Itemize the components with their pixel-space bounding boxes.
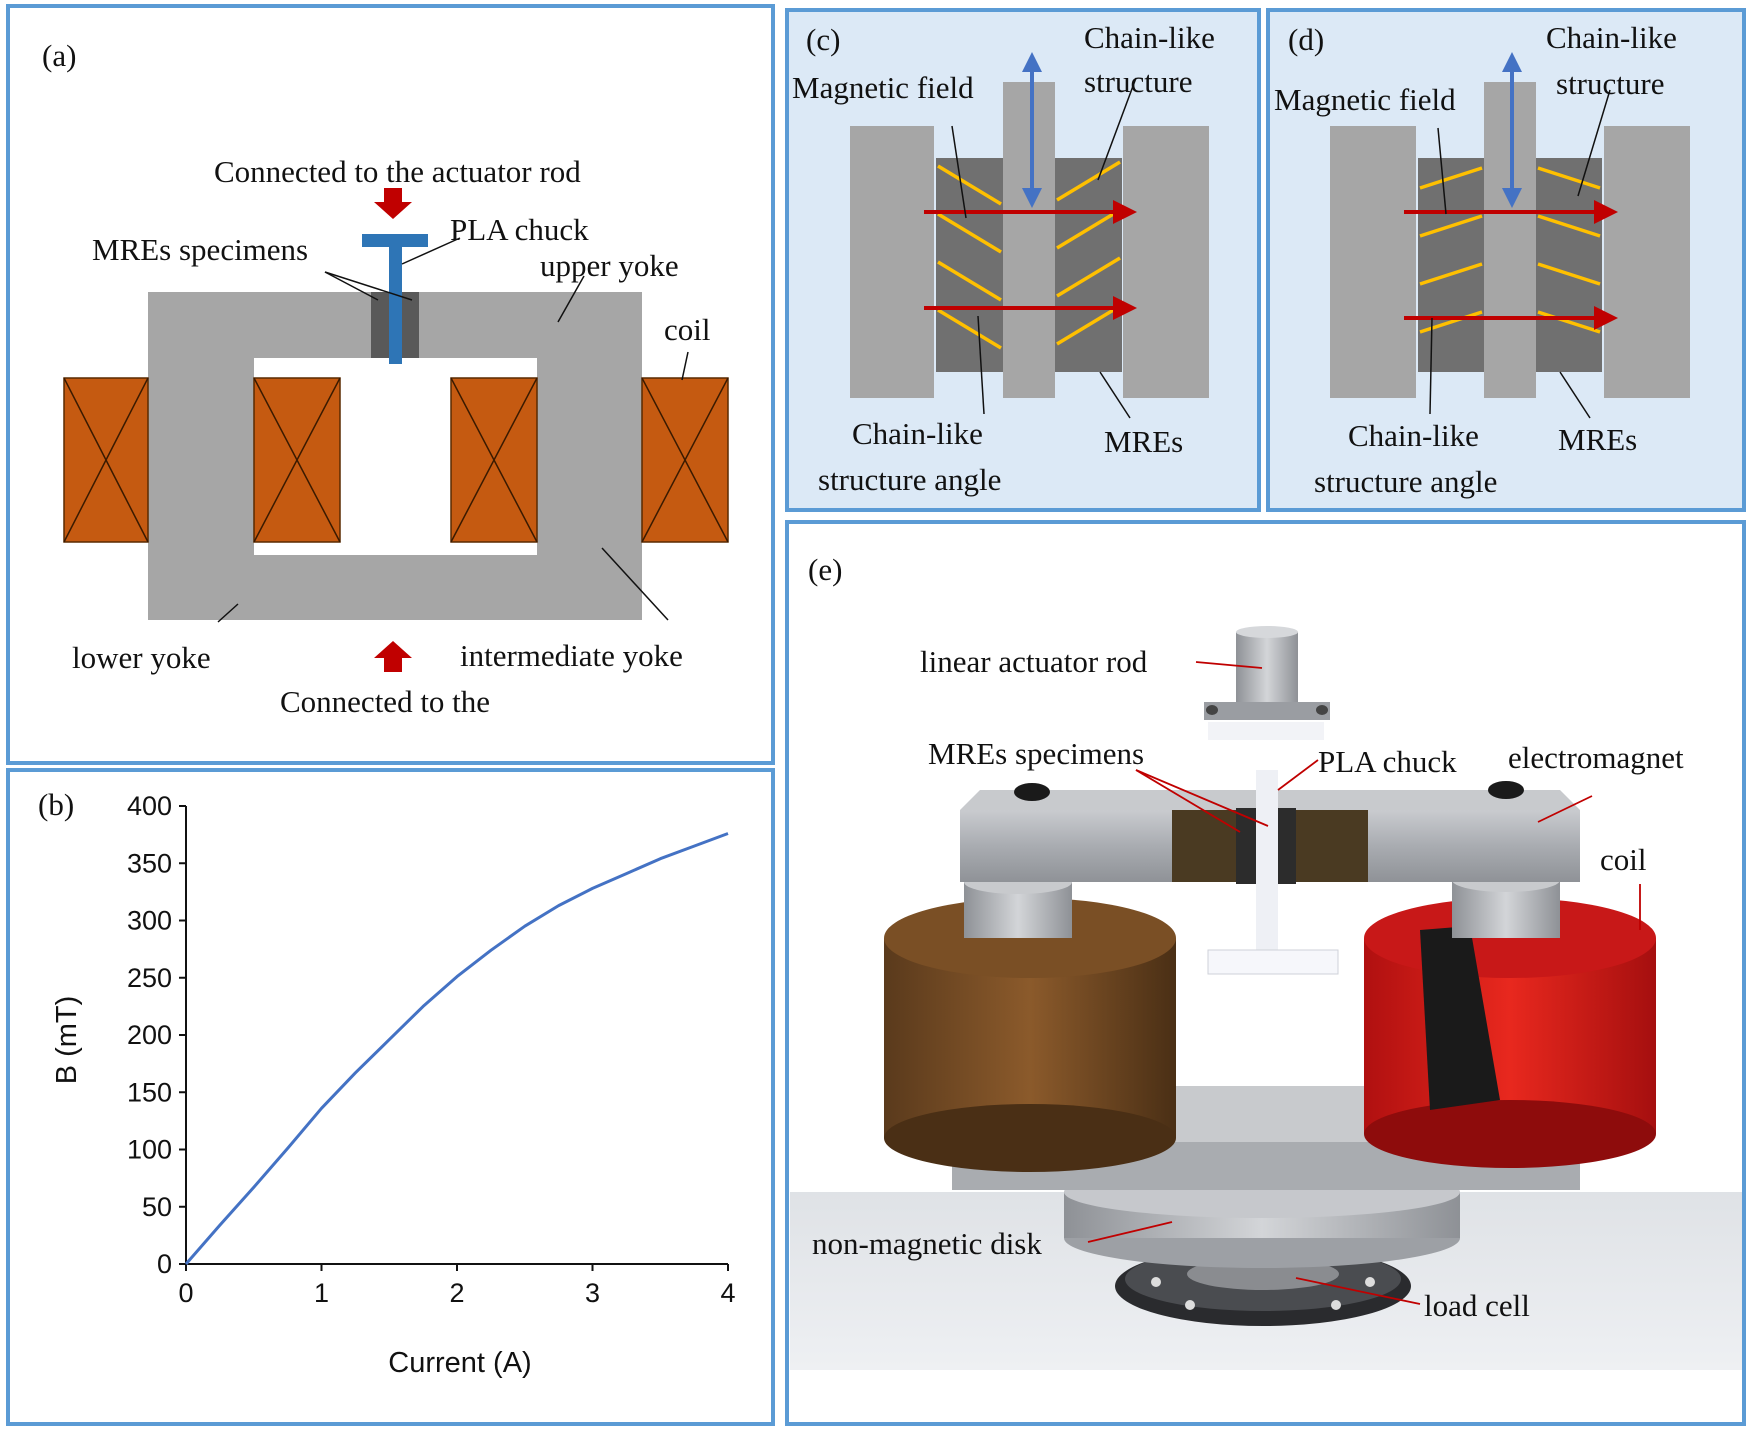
y-tick-label: 350 xyxy=(127,848,172,878)
chuck-center-c xyxy=(1003,82,1055,398)
label-chain-angle-c-2: structure angle xyxy=(818,462,1001,497)
yoke-left-d xyxy=(1330,126,1416,398)
label-coil-e: coil xyxy=(1600,842,1647,877)
label-magnetic-field-c: Magnetic field xyxy=(792,70,974,105)
y-tick-label: 50 xyxy=(142,1192,172,1222)
y-tick-label: 100 xyxy=(127,1135,172,1165)
label-intermediate-yoke: intermediate yoke xyxy=(460,638,683,673)
panel-e-label: (e) xyxy=(808,552,842,587)
panel-d-label: (d) xyxy=(1288,22,1324,57)
label-pla-chuck-a: PLA chuck xyxy=(450,212,589,247)
y-tick-label: 200 xyxy=(127,1020,172,1050)
label-non-magnetic-disk: non-magnetic disk xyxy=(812,1226,1042,1261)
mre-right-d xyxy=(1536,158,1602,372)
mre-left-d xyxy=(1418,158,1484,372)
panel-a: (a) xyxy=(6,4,775,765)
label-connected-actuator: Connected to the actuator rod xyxy=(214,154,581,189)
label-connected-bottom: Connected to the xyxy=(280,684,490,719)
label-chain-angle-d-2: structure angle xyxy=(1314,464,1497,499)
coil-right-outer xyxy=(641,377,729,543)
red-coil xyxy=(1364,868,1656,1168)
chart-x-label: Current (A) xyxy=(388,1347,531,1379)
y-tick-label: 0 xyxy=(157,1249,172,1279)
coil-right-inner xyxy=(450,377,538,543)
coil-left-inner xyxy=(253,377,341,543)
panel-c: (c) Magnetic field Chain-like structure xyxy=(785,8,1261,512)
pla-chuck-stem xyxy=(389,240,402,364)
actuator-rod-photo xyxy=(1204,626,1330,720)
label-mres-specimens-a: MREs specimens xyxy=(92,232,308,267)
y-tick-label: 250 xyxy=(127,963,172,993)
label-lower-yoke: lower yoke xyxy=(72,640,211,675)
label-coil-a: coil xyxy=(664,312,711,347)
panel-b-frame xyxy=(6,768,775,1426)
coil-left-outer xyxy=(63,377,149,543)
x-tick-label: 1 xyxy=(314,1278,329,1308)
panel-d: (d) Magnetic field Chain-like structure xyxy=(1266,8,1746,512)
panel-e: (e) xyxy=(785,520,1746,1426)
yoke-left-c xyxy=(850,126,934,398)
y-tick-label: 400 xyxy=(127,791,172,821)
chain-lines-d xyxy=(1419,166,1601,334)
panel-b: (b) 0 50 100 150 200 250 300 350 400 0 1 2 3 4 Curre… xyxy=(6,768,775,1426)
b-field-curve xyxy=(184,832,729,1265)
label-chainlike-c-2: structure xyxy=(1084,64,1192,99)
label-load-cell: load cell xyxy=(1424,1288,1530,1323)
label-linear-actuator-rod: linear actuator rod xyxy=(920,644,1148,679)
label-mres-c: MREs xyxy=(1104,424,1183,459)
bfield-chart: 0 50 100 150 200 250 300 350 400 0 1 2 3 4 Current (… xyxy=(51,791,736,1379)
pla-chuck-top xyxy=(362,234,428,247)
brown-coil xyxy=(884,870,1176,1172)
panel-c-leaders xyxy=(951,77,1137,419)
panel-a-leaders xyxy=(217,237,689,623)
chart-y-label: B (mT) xyxy=(51,996,83,1085)
label-magnetic-field-d: Magnetic field xyxy=(1274,82,1456,117)
panel-e-leaders xyxy=(1087,661,1641,1305)
x-tick-label: 3 xyxy=(585,1278,600,1308)
y-tick-label: 300 xyxy=(127,906,172,936)
y-tick-label: 150 xyxy=(127,1077,172,1107)
panel-c-label: (c) xyxy=(806,22,840,57)
x-tick-label: 0 xyxy=(178,1278,193,1308)
label-chain-angle-c-1: Chain-like xyxy=(852,416,983,451)
yoke-right-d xyxy=(1604,126,1690,398)
panel-d-leaders xyxy=(1429,89,1611,419)
label-pla-chuck-e: PLA chuck xyxy=(1318,744,1457,779)
mre-left-c xyxy=(936,158,1003,372)
label-upper-yoke: upper yoke xyxy=(540,248,679,283)
label-chainlike-d-2: structure xyxy=(1556,66,1664,101)
label-mres-d: MREs xyxy=(1558,422,1637,457)
pla-chuck-photo xyxy=(1207,722,1339,975)
label-electromagnet: electromagnet xyxy=(1508,740,1684,775)
load-arrow-up xyxy=(374,641,412,672)
label-mres-specimens-e: MREs specimens xyxy=(928,736,1144,771)
label-chainlike-d-1: Chain-like xyxy=(1546,20,1677,55)
panel-b-label: (b) xyxy=(38,787,74,822)
actuator-arrow-down xyxy=(374,188,412,219)
x-tick-label: 2 xyxy=(449,1278,464,1308)
panel-a-label: (a) xyxy=(42,38,76,73)
x-tick-label: 4 xyxy=(720,1278,735,1308)
label-chain-angle-d-1: Chain-like xyxy=(1348,418,1479,453)
chain-lines-c xyxy=(937,160,1121,350)
yoke-right-c xyxy=(1123,126,1209,398)
label-chainlike-c-1: Chain-like xyxy=(1084,20,1215,55)
